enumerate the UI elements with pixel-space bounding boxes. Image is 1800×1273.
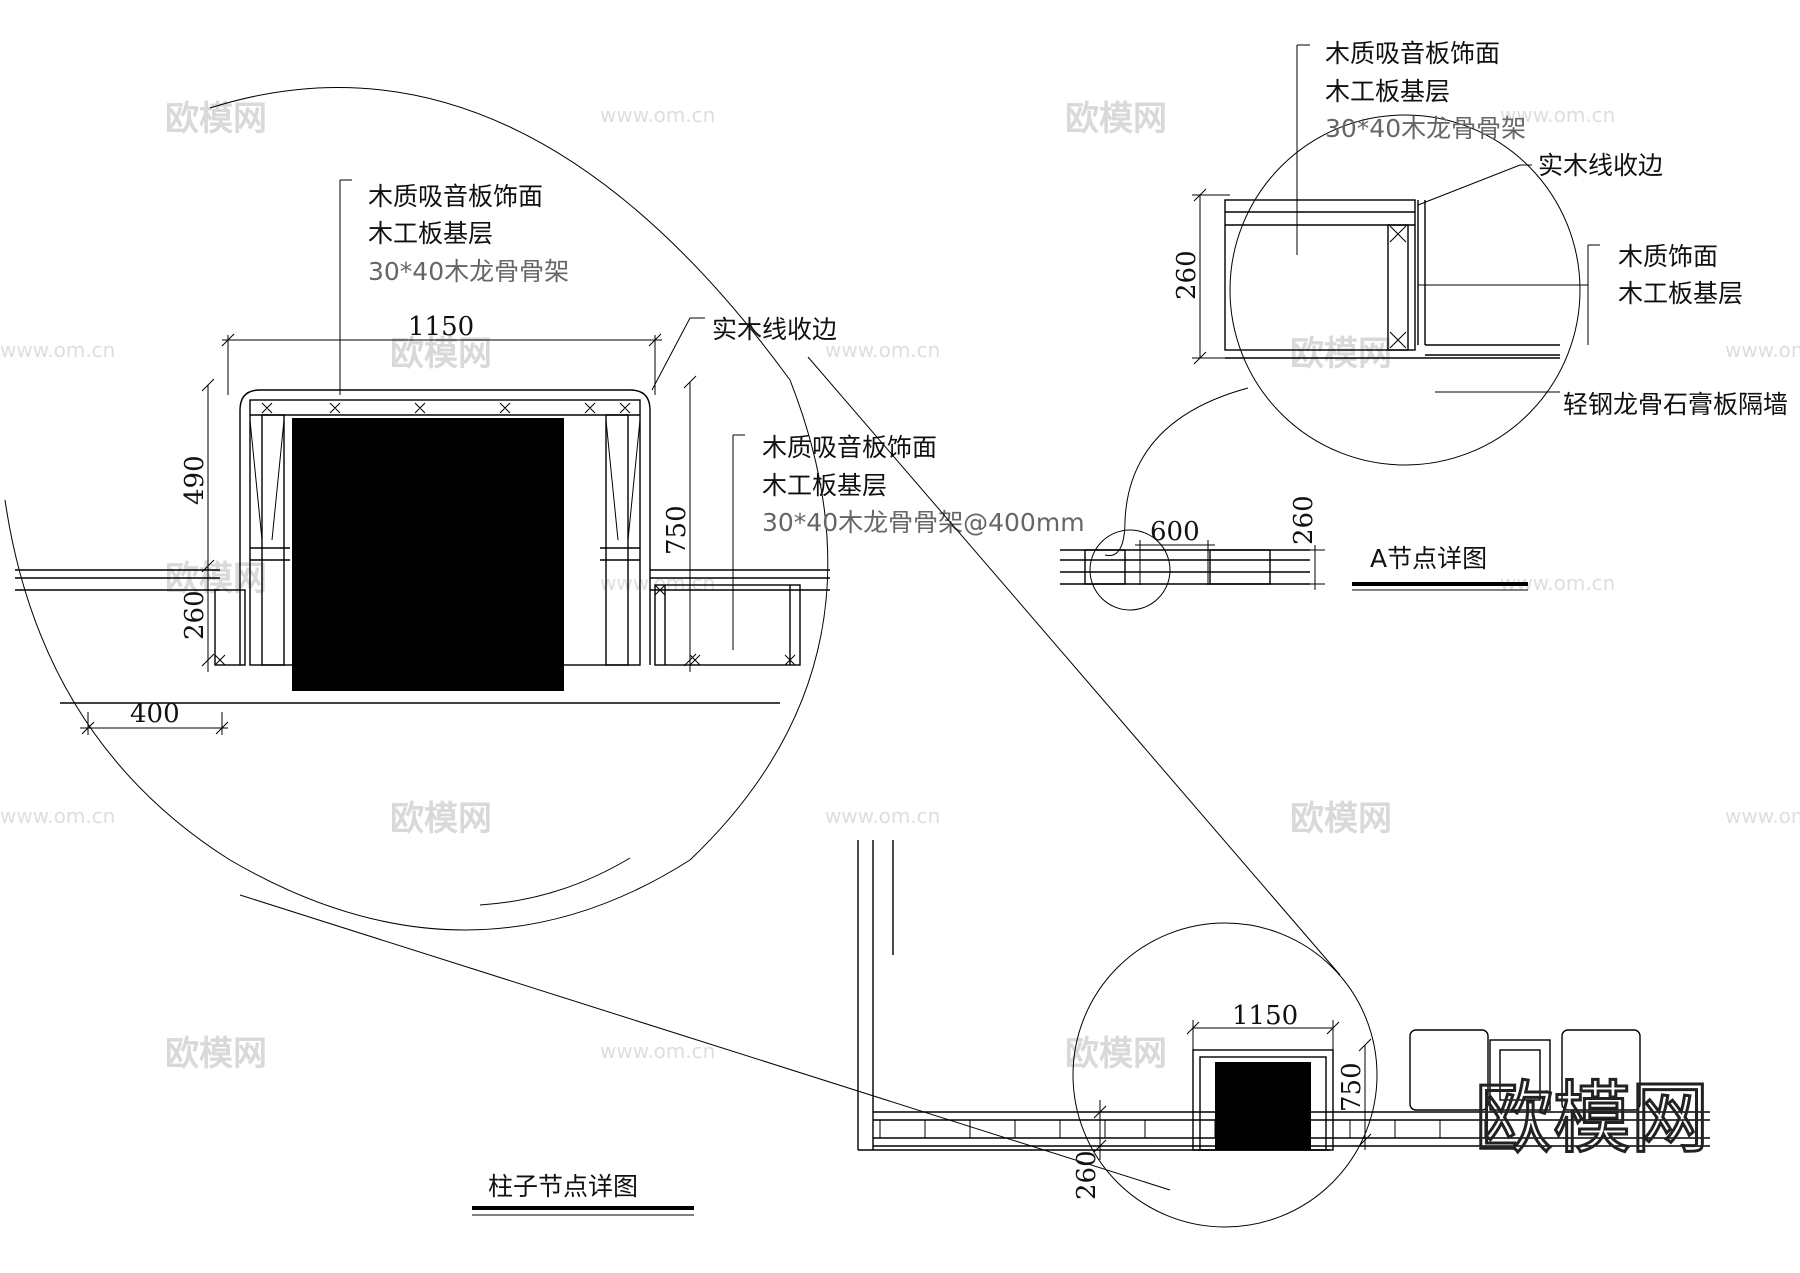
watermark-url: www.om.cn [1500,103,1615,127]
detail-circle-tail [479,857,631,906]
watermark-brand: 欧模网 [1065,1034,1167,1074]
concrete-core [292,418,564,691]
zoom-leader [239,894,1171,1191]
callout-side-2: 木工板基层 [762,471,887,500]
callout-edge: 实木线收边 [712,315,837,344]
plan-detail-circle [1072,922,1378,1228]
watermark-brand: 欧模网 [1065,99,1167,139]
node-a-callout-top-3: 30*40木龙骨骨架 [1325,114,1526,143]
node-a-callout-top-2: 木工板基层 [1325,77,1450,106]
watermark-brand: 欧模网 [1290,334,1392,374]
zoom-leader [807,356,1341,976]
plan-concrete-core [1215,1062,1311,1150]
watermark-layer: 欧模网 欧模网 欧模网 欧模网 欧模网 欧模网 欧模网 欧模网 欧模网 www.… [0,99,1800,1074]
plan-dim-height: 750 [1337,1062,1367,1112]
watermark-url: www.om.cn [0,338,115,362]
node-a-callout-wall: 轻钢龙骨石膏板隔墙 [1563,390,1788,419]
callout-top-3: 30*40木龙骨骨架 [368,257,569,286]
dim-left-height: 490 [180,455,210,505]
node-a-title: A节点详图 [1370,544,1487,573]
node-a-detail: 260 木质吸音板饰面 木工板基层 30*40木龙骨骨架 实木线收边 木质饰面 … [1060,39,1788,611]
watermark-url: www.om.cn [0,804,115,828]
seat [1409,1029,1489,1111]
callout-side-3: 30*40木龙骨骨架@400mm [762,508,1085,537]
watermark-brand: 欧模网 [390,799,492,839]
watermark-brand: 欧模网 [1290,799,1392,839]
node-a-callout-edge: 实木线收边 [1538,151,1663,180]
watermark-brand: 欧模网 [165,1034,267,1074]
node-a-dim-small-height: 260 [1289,495,1319,545]
dim-base-height: 260 [180,590,210,640]
brand-logo: 欧模网 [1475,1074,1709,1164]
watermark-url: www.om.cn [825,338,940,362]
node-a-dim-height: 260 [1172,250,1202,300]
node-a-dim-small-width: 600 [1150,517,1200,547]
watermark-url: www.om.cn [600,1039,715,1063]
column-detail-title: 柱子节点详图 [488,1172,638,1201]
watermark-url: www.om.cn [825,804,940,828]
plan-dim-base: 260 [1072,1150,1102,1200]
watermark-url: www.om.cn [600,103,715,127]
node-a-callout-right-2: 木工板基层 [1618,279,1743,308]
seat [1489,1039,1551,1111]
detail-circle [4,86,829,931]
column-shell [239,389,651,665]
watermark-brand: 欧模网 [165,99,267,139]
seat [1561,1029,1641,1111]
dim-right-height: 750 [662,505,692,555]
node-a-marker [1089,529,1171,611]
watermark-url: www.om.cn [1725,338,1800,362]
watermark-brand: 欧模网 [390,334,492,374]
callout-side-1: 木质吸音板饰面 [762,433,937,462]
plan-view: 1150 750 260 欧模网 [857,840,1711,1228]
watermark-url: www.om.cn [1725,804,1800,828]
dim-width: 1150 [408,312,474,342]
callout-top-2: 木工板基层 [368,219,493,248]
dim-offset: 400 [130,699,180,729]
node-a-callout-right-1: 木质饰面 [1618,242,1718,271]
watermark-url: www.om.cn [600,571,715,595]
column-detail: 1150 490 260 750 400 木质吸音板饰面 木工板基层 30*40… [4,86,1085,1216]
callout-top-1: 木质吸音板饰面 [368,182,543,211]
node-a-circle [1229,114,1581,466]
plan-dim-width: 1150 [1232,1001,1298,1031]
node-a-callout-top-1: 木质吸音板饰面 [1325,39,1500,68]
